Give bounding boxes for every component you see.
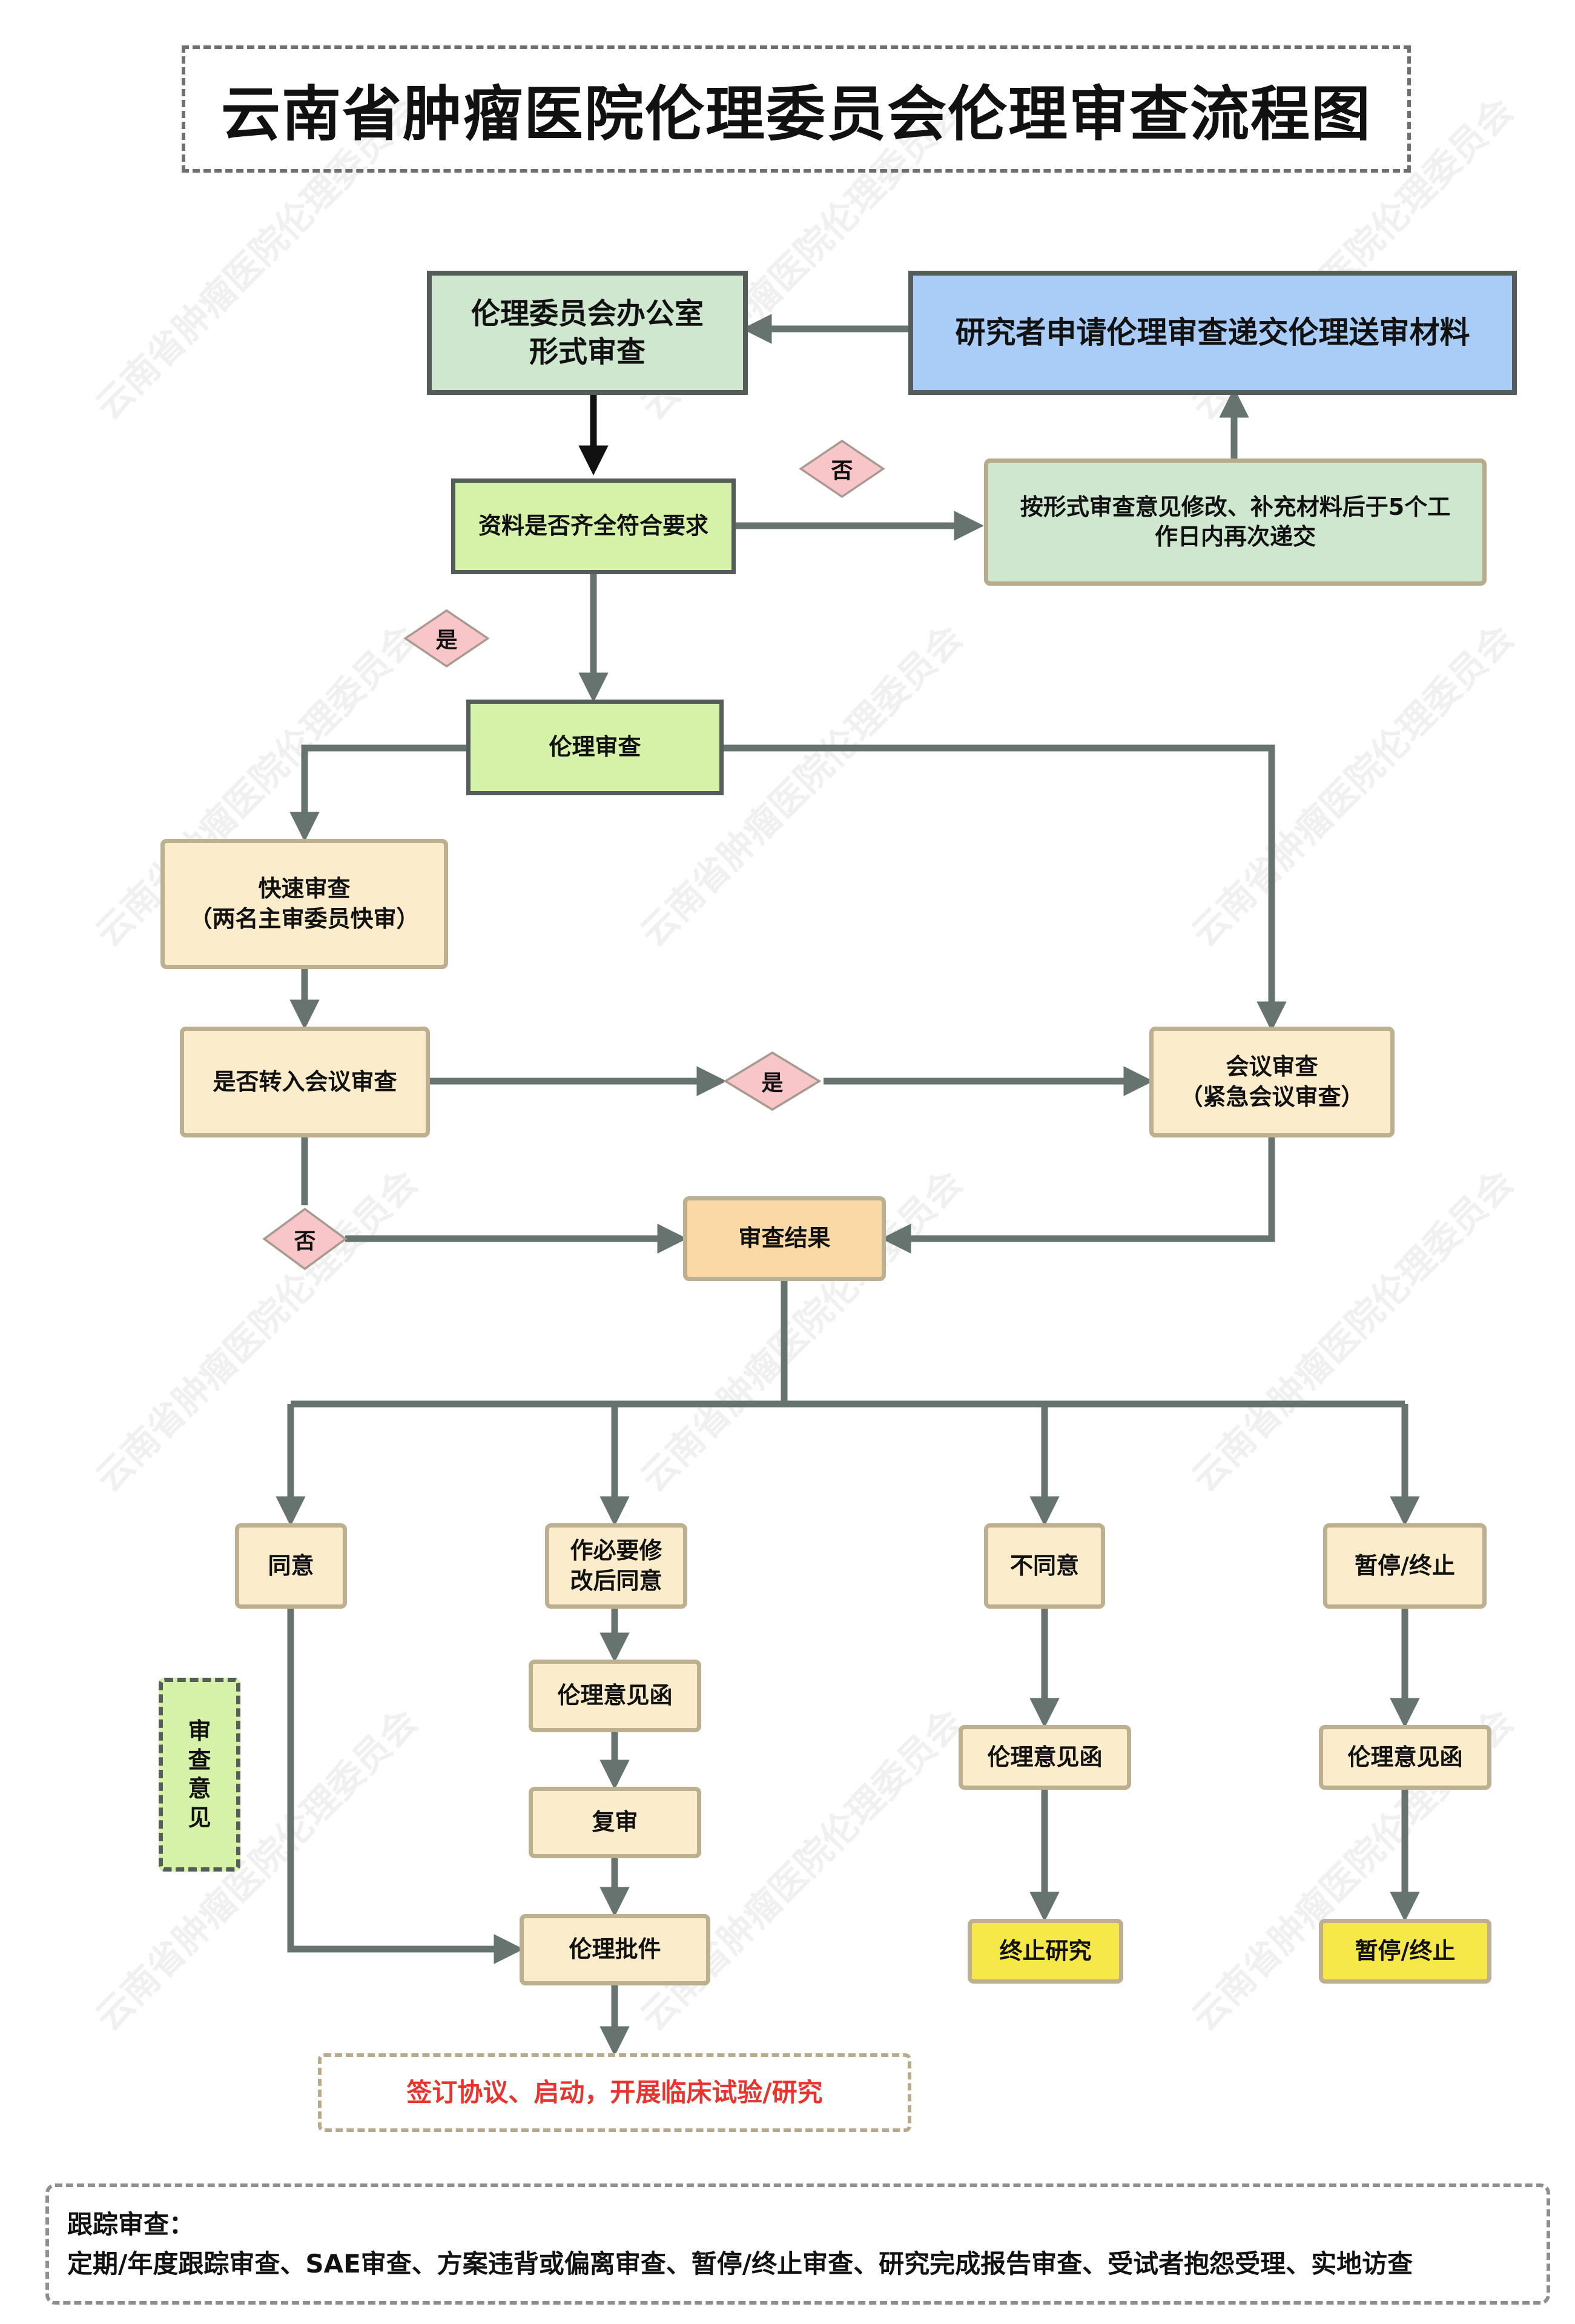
approval-node: 伦理批件 (520, 1914, 710, 1985)
review-result-label: 审查结果 (738, 1225, 831, 1252)
diamond-shape (262, 1207, 348, 1271)
suspend-label: 暂停/终止 (1355, 1552, 1455, 1579)
decision-no-top: 否 (798, 439, 886, 498)
opinion-letter-3-node: 伦理意见函 (1319, 1725, 1491, 1790)
tracking-review-box: 跟踪审查： 定期/年度跟踪审查、SAE审查、方案违背或偏离审查、暂停/终止审查、… (45, 2183, 1550, 2305)
meeting-review-line1: 会议审查 (1226, 1053, 1318, 1081)
opinion-letter-2-node: 伦理意见函 (959, 1725, 1131, 1790)
side-char-1: 审 (188, 1718, 211, 1744)
ethics-review-label: 伦理审查 (549, 733, 641, 761)
review-result-node: 审查结果 (683, 1196, 886, 1281)
side-char-2: 查 (188, 1746, 211, 1773)
tracking-review-heading: 跟踪审查： (67, 2209, 195, 2239)
opinion-letter-3-label: 伦理意见函 (1347, 1743, 1463, 1770)
modify-agree-line1: 作必要修 (570, 1537, 662, 1564)
review-opinion-side-label: 审 查 意 见 (159, 1678, 240, 1872)
researcher-submit-node: 研究者申请伦理审查递交伦理送审材料 (908, 271, 1517, 395)
completeness-check-node: 资料是否齐全符合要求 (451, 478, 736, 574)
suspend-node: 暂停/终止 (1323, 1523, 1487, 1609)
opinion-letter-2-label: 伦理意见函 (987, 1743, 1103, 1770)
disagree-label: 不同意 (1009, 1552, 1079, 1579)
resubmit-node: 按形式审查意见修改、补充材料后于5个工 作日内再次递交 (984, 459, 1487, 586)
approval-label: 伦理批件 (569, 1936, 661, 1963)
fast-review-line1: 快速审查 (258, 875, 351, 902)
terminate-study-node: 终止研究 (968, 1919, 1123, 1984)
fast-review-node: 快速审查 （两名主审委员快审） (160, 839, 448, 969)
transfer-check-label: 是否转入会议审查 (213, 1068, 397, 1095)
ethics-review-node: 伦理审查 (466, 700, 724, 795)
arrow-meeting-to-result (881, 1137, 1275, 1254)
decision-yes-mid-label: 是 (761, 1071, 784, 1096)
diamond-shape (799, 439, 885, 498)
decision-yes-mid: 是 (722, 1051, 822, 1111)
arrow-review-to-fast (289, 744, 466, 842)
office-review-line2: 形式审查 (529, 334, 646, 369)
decision-no-bottom-label: 否 (294, 1228, 316, 1254)
re-examination-label: 复审 (592, 1809, 638, 1836)
office-review-node: 伦理委员会办公室 形式审查 (427, 271, 748, 395)
final-step-label: 签订协议、启动，开展临床试验/研究 (406, 2077, 823, 2107)
side-char-3: 意 (188, 1775, 211, 1802)
final-step-node: 签订协议、启动，开展临床试验/研究 (318, 2053, 911, 2132)
resubmit-line2: 作日内再次递交 (1154, 523, 1316, 550)
arrow-agree-to-approval (287, 1609, 524, 1964)
opinion-letter-1-label: 伦理意见函 (557, 1682, 673, 1709)
fast-review-line2: （两名主审委员快审） (189, 905, 420, 932)
page-title: 云南省肿瘤医院伦理委员会伦理审查流程图 (220, 80, 1372, 149)
decision-yes-left-label: 是 (435, 628, 458, 653)
agree-label: 同意 (268, 1552, 314, 1579)
re-examination-node: 复审 (529, 1787, 701, 1858)
decision-no-bottom: 否 (262, 1207, 348, 1271)
suspend-end-label: 暂停/终止 (1355, 1937, 1456, 1964)
terminate-study-label: 终止研究 (999, 1937, 1092, 1964)
modify-agree-node: 作必要修 改后同意 (545, 1523, 687, 1609)
modify-agree-line2: 改后同意 (570, 1567, 662, 1594)
opinion-letter-1-node: 伦理意见函 (529, 1660, 701, 1732)
title-frame: 云南省肿瘤医院伦理委员会伦理审查流程图 (182, 45, 1411, 173)
office-review-line1: 伦理委员会办公室 (471, 297, 704, 331)
decision-yes-left: 是 (403, 609, 490, 668)
resubmit-line1: 按形式审查意见修改、补充材料后于5个工 (1020, 493, 1451, 520)
disagree-node: 不同意 (984, 1523, 1105, 1609)
suspend-end-node: 暂停/终止 (1319, 1919, 1491, 1984)
completeness-check-label: 资料是否齐全符合要求 (478, 512, 708, 540)
tracking-review-text: 定期/年度跟踪审查、SAE审查、方案违背或偏离审查、暂停/终止审查、研究完成报告… (67, 2249, 1413, 2279)
diamond-shape (403, 609, 490, 668)
decision-no-top-label: 否 (831, 459, 853, 483)
arrow-review-to-meeting (724, 744, 1287, 1031)
diamond-shape (723, 1051, 822, 1111)
side-char-4: 见 (188, 1804, 211, 1831)
meeting-review-line2: （紧急会议审查） (1180, 1083, 1364, 1110)
meeting-review-node: 会议审查 （紧急会议审查） (1149, 1027, 1395, 1137)
researcher-submit-label: 研究者申请伦理审查递交伦理送审材料 (955, 315, 1470, 350)
agree-node: 同意 (235, 1523, 347, 1609)
transfer-check-node: 是否转入会议审查 (180, 1027, 430, 1137)
